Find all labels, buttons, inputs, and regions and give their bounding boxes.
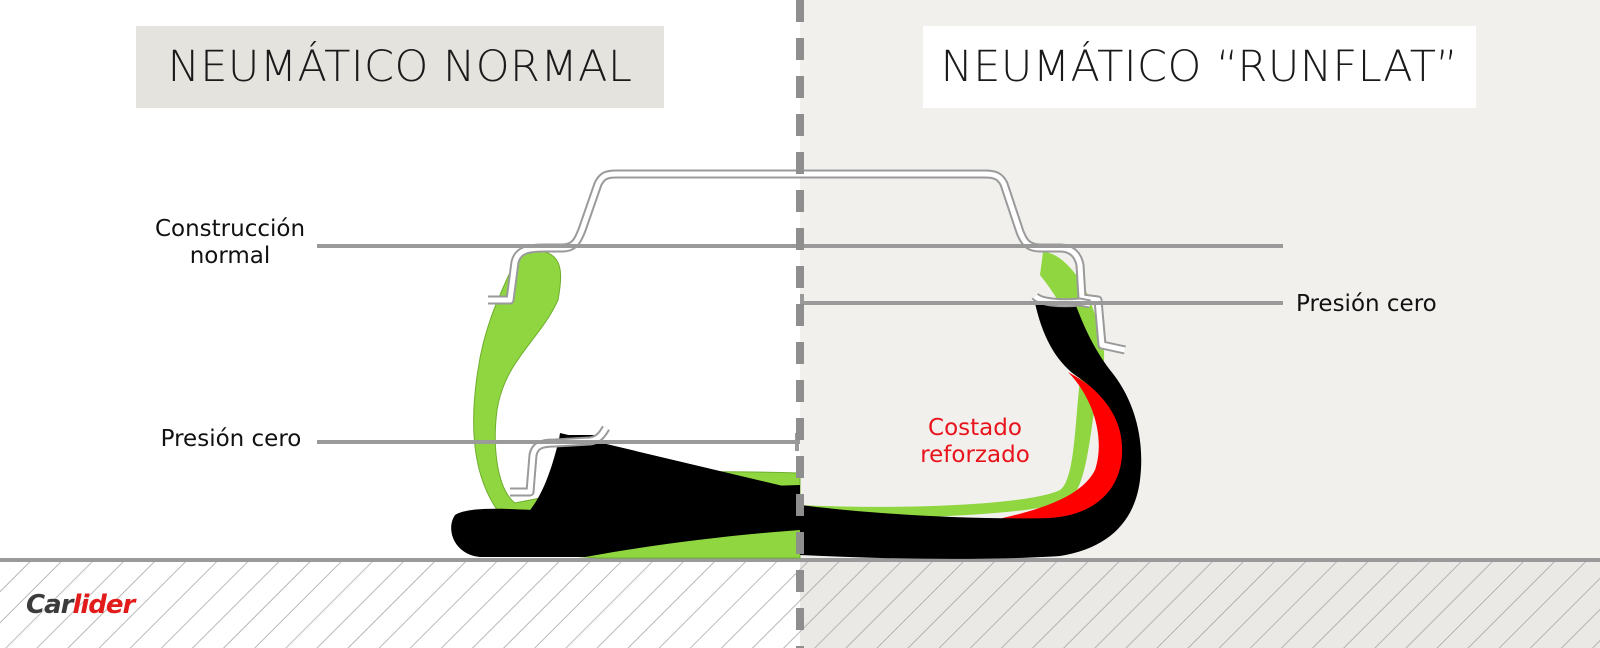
label-construction: Construcción normal xyxy=(150,216,310,270)
label-reinforced-line2: reforzado xyxy=(920,442,1030,468)
runflat-tire-body xyxy=(800,303,1142,559)
normal-tire-bead xyxy=(520,435,595,520)
label-construction-line1: Construcción xyxy=(154,216,306,242)
label-reinforced-line1: Costado xyxy=(928,415,1022,441)
label-reinforced-sidewall: Costado reforzado xyxy=(900,415,1050,469)
logo-part2: lider xyxy=(72,590,135,620)
runflat-sidewall-green xyxy=(800,252,1105,519)
title-runflat-tire: NEUMÁTICO “RUNFLAT” xyxy=(923,26,1476,108)
label-zero-pressure-left: Presión cero xyxy=(160,426,302,452)
runflat-reinforcement xyxy=(990,372,1126,522)
logo-part1: Car xyxy=(26,590,73,620)
title-normal-tire: NEUMÁTICO NORMAL xyxy=(136,26,664,108)
label-construction-line2: normal xyxy=(189,243,271,269)
label-zero-pressure-right: Presión cero xyxy=(1296,291,1437,317)
normal-tire-tread xyxy=(451,433,800,557)
wheel-rim xyxy=(488,169,1126,355)
carlider-logo: Carlider xyxy=(26,590,135,620)
